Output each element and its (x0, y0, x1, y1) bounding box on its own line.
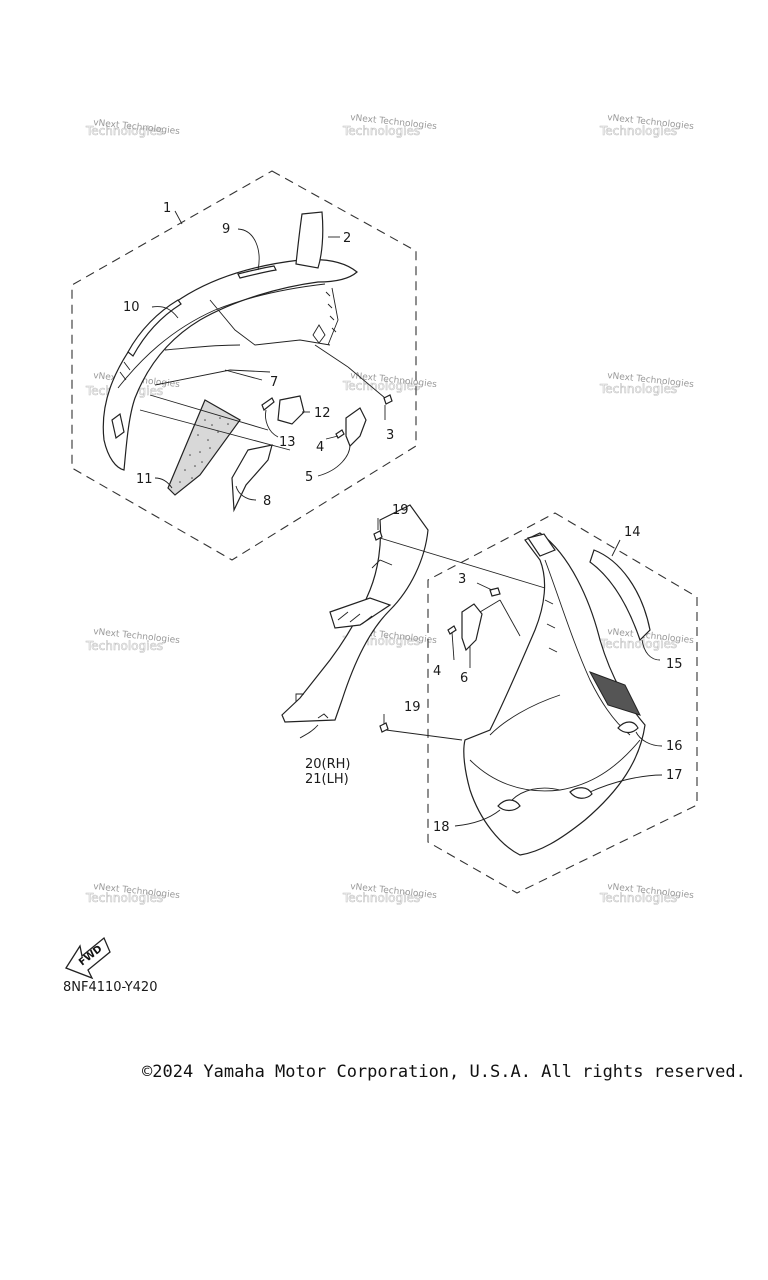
cover-part-6 (461, 603, 483, 652)
callout-4a: 4 (316, 440, 324, 455)
svg-text:Technologies: Technologies (342, 891, 420, 905)
windshield-part-15 (589, 549, 651, 642)
nut-part-3a (383, 394, 393, 405)
callout-15: 15 (666, 657, 683, 672)
callout-9: 9 (222, 222, 230, 237)
strip-part-9 (237, 265, 277, 279)
upper-leader-lines (139, 210, 386, 501)
svg-text:Technologies: Technologies (342, 379, 420, 393)
callout-7: 7 (270, 375, 278, 390)
svg-text:Technologies: Technologies (85, 891, 163, 905)
callout-19a: 19 (392, 503, 409, 518)
callout-16: 16 (666, 739, 683, 754)
callout-12: 12 (314, 406, 331, 421)
svg-text:Technologies: Technologies (599, 382, 677, 396)
copyright-notice: ©2024 Yamaha Motor Corporation, U.S.A. A… (142, 1062, 746, 1082)
svg-text:Technologies: Technologies (342, 124, 420, 138)
callout-3a: 3 (386, 428, 394, 443)
windshield-part-2 (295, 211, 324, 269)
watermark-3: Technologies vNext Technologies (599, 113, 695, 138)
callout-4b: 4 (433, 664, 441, 679)
watermark-6: Technologies vNext Technologies (599, 371, 695, 396)
cover-part-5 (345, 407, 367, 448)
callout-8: 8 (263, 494, 271, 509)
svg-text:Technologies: Technologies (599, 124, 677, 138)
clip-part-19b (379, 722, 389, 733)
callout-6: 6 (460, 671, 468, 686)
assembly-1-boundary (71, 170, 417, 561)
upper-cowling (102, 258, 358, 471)
lower-leader-lines (299, 518, 663, 827)
bracket-part-12 (277, 395, 305, 425)
clip-part-19a (373, 530, 383, 541)
svg-text:Technologies: Technologies (599, 637, 677, 651)
callout-20: 20(RH) (305, 757, 351, 772)
assembly-14-boundary (427, 512, 698, 894)
watermark-1: Technologies vNext Technologies (85, 118, 181, 138)
screw-part-4a (335, 429, 345, 439)
callout-2: 2 (343, 231, 351, 246)
mesh-part-11 (167, 399, 241, 496)
watermark-2: Technologies vNext Technologies (342, 113, 438, 138)
callout-19b: 19 (404, 700, 421, 715)
nut-part-3b (489, 587, 501, 597)
seal-part-13 (261, 397, 275, 411)
callout-labels: 1 2 9 10 7 12 13 3 4 5 11 8 19 14 3 4 6 … (123, 201, 683, 835)
side-panel-20-21 (281, 504, 429, 723)
callout-5: 5 (305, 470, 313, 485)
watermark-11: Technologies vNext Technologies (342, 882, 438, 905)
callout-1: 1 (163, 201, 171, 216)
svg-text:Technologies: Technologies (85, 639, 163, 653)
watermark-7: Technologies vNext Technologies (85, 627, 181, 653)
callout-21: 21(LH) (305, 772, 349, 787)
watermark-12: Technologies vNext Technologies (599, 882, 695, 905)
mesh-texture (179, 417, 229, 483)
callout-13: 13 (279, 435, 296, 450)
callout-10: 10 (123, 300, 140, 315)
screw-part-4b (447, 625, 457, 635)
fwd-arrow-icon: FWD (65, 936, 111, 980)
callout-14: 14 (624, 525, 641, 540)
callout-18: 18 (433, 820, 450, 835)
callout-17: 17 (666, 768, 683, 783)
front-cowling (463, 532, 646, 856)
svg-text:Technologies: Technologies (599, 891, 677, 905)
watermark-10: Technologies vNext Technologies (85, 882, 181, 905)
callout-11: 11 (136, 472, 153, 487)
vent-grille-16 (588, 671, 641, 716)
svg-text:Technologies: Technologies (85, 124, 163, 138)
strip-part-10 (127, 299, 182, 357)
diagram-code: 8NF4110-Y420 (63, 980, 158, 995)
callout-3b: 3 (458, 572, 466, 587)
